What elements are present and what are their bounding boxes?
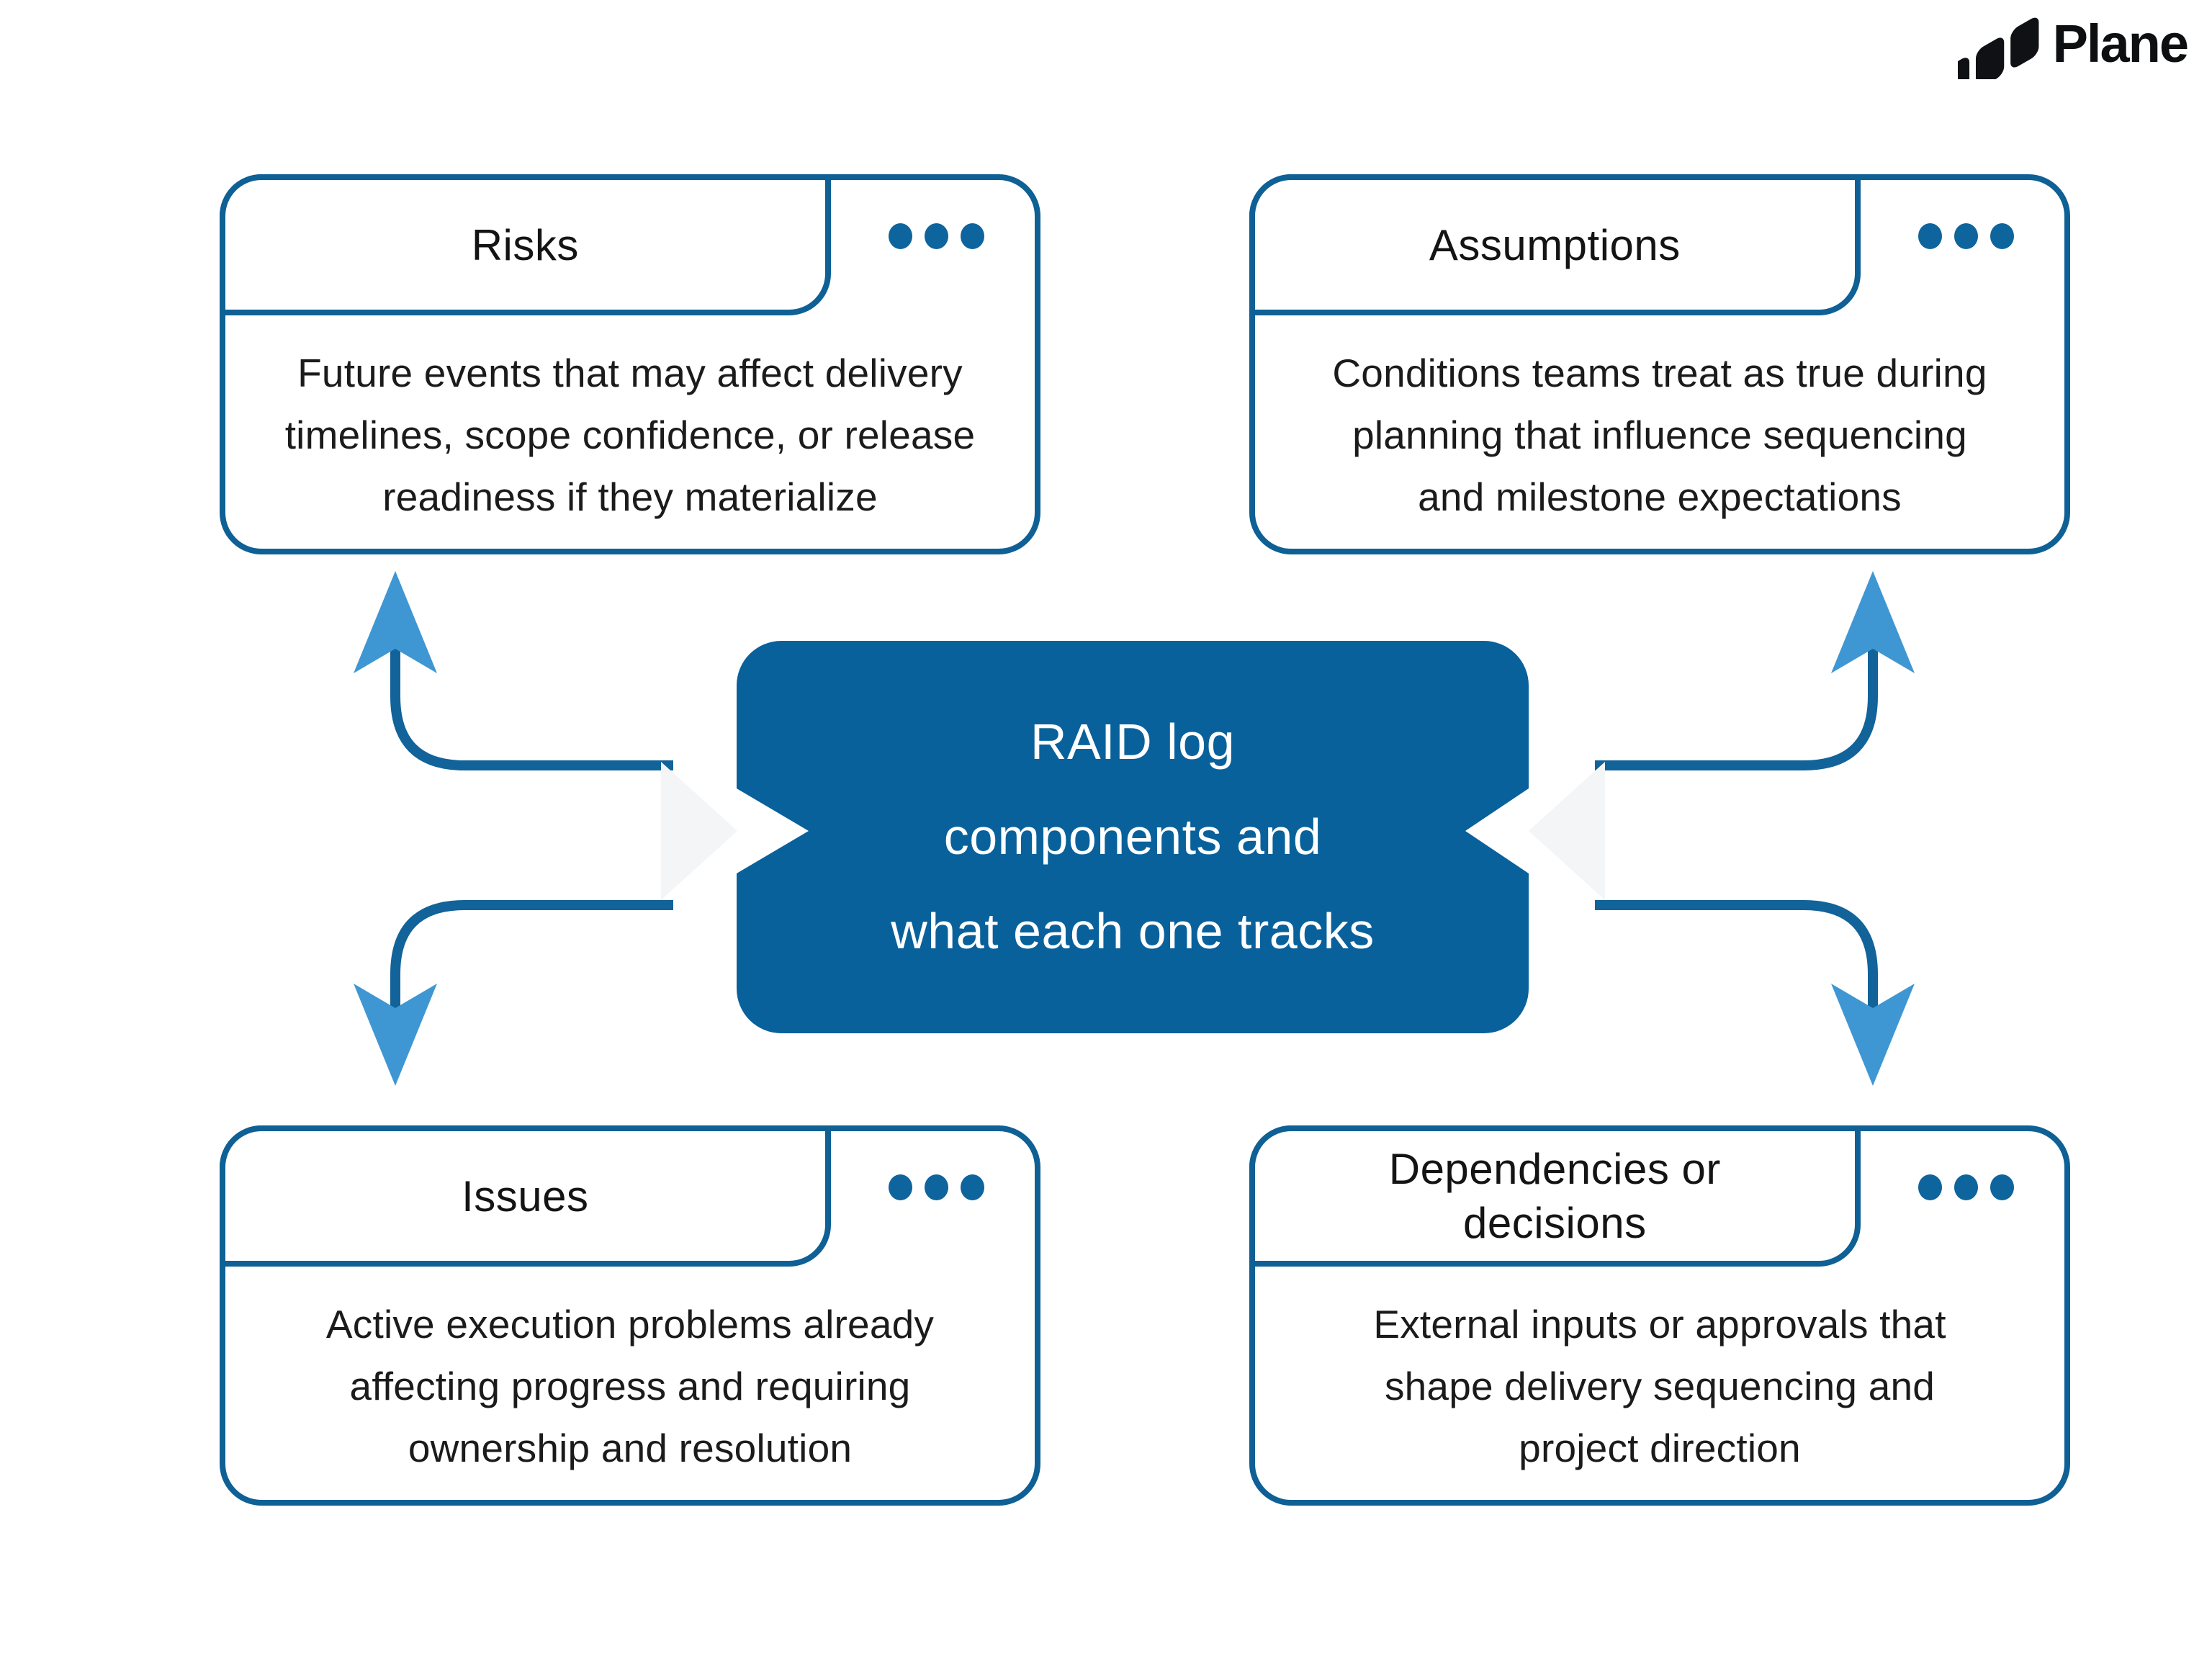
plane-logo-wordmark: Plane	[2052, 13, 2189, 73]
arrow-center-to-issues	[354, 900, 673, 1086]
arrow-center-to-dependencies	[1595, 900, 1915, 1086]
dot	[1990, 223, 2014, 249]
card-issues-title: Issues	[462, 1172, 589, 1220]
card-assumptions: Assumptions Conditions teams treat as tr…	[1249, 174, 2070, 554]
dot	[925, 223, 948, 249]
ellipsis-icon	[1918, 1174, 2014, 1200]
card-issues: Issues Active execution problems already…	[220, 1125, 1040, 1506]
arrow-center-to-risks	[354, 571, 673, 770]
card-dependencies-description: External inputs or approvals that shape …	[1373, 1302, 1946, 1470]
dot	[889, 1174, 912, 1200]
card-issues-tab: Issues	[220, 1125, 831, 1267]
card-risks-description: Future events that may affect delivery t…	[284, 351, 976, 519]
dot	[1954, 223, 1978, 249]
plane-logo-mark-icon	[1957, 17, 2038, 79]
card-risks: Risks Future events that may affect deli…	[220, 174, 1040, 554]
dot	[1918, 1174, 1942, 1200]
plane-logo: Plane	[1957, 7, 2189, 79]
dot	[961, 223, 984, 249]
dot	[925, 1174, 948, 1200]
card-issues-description: Active execution problems already affect…	[325, 1302, 935, 1470]
ellipsis-icon	[1918, 223, 2014, 249]
ellipsis-icon	[889, 223, 984, 249]
card-risks-tab: Risks	[220, 174, 831, 315]
dot	[1954, 1174, 1978, 1200]
arrow-center-to-assumptions	[1595, 571, 1915, 770]
card-dependencies-tab: Dependencies or decisions	[1249, 1125, 1861, 1267]
dot	[961, 1174, 984, 1200]
dot	[889, 223, 912, 249]
card-dependencies-title: Dependencies or decisions	[1388, 1145, 1721, 1247]
card-assumptions-description: Conditions teams treat as true during pl…	[1332, 351, 1987, 519]
card-dependencies: Dependencies or decisions External input…	[1249, 1125, 2070, 1506]
left-notch	[737, 788, 809, 873]
center-node-title: RAID log components and what each one tr…	[891, 714, 1375, 960]
card-risks-title: Risks	[471, 220, 579, 269]
card-assumptions-title: Assumptions	[1429, 220, 1681, 269]
card-assumptions-tab: Assumptions	[1249, 174, 1861, 315]
dot	[1918, 223, 1942, 249]
ellipsis-icon	[889, 1174, 984, 1200]
center-node: RAID log components and what each one tr…	[737, 641, 1529, 1033]
right-notch	[1465, 788, 1529, 873]
dot	[1990, 1174, 2014, 1200]
